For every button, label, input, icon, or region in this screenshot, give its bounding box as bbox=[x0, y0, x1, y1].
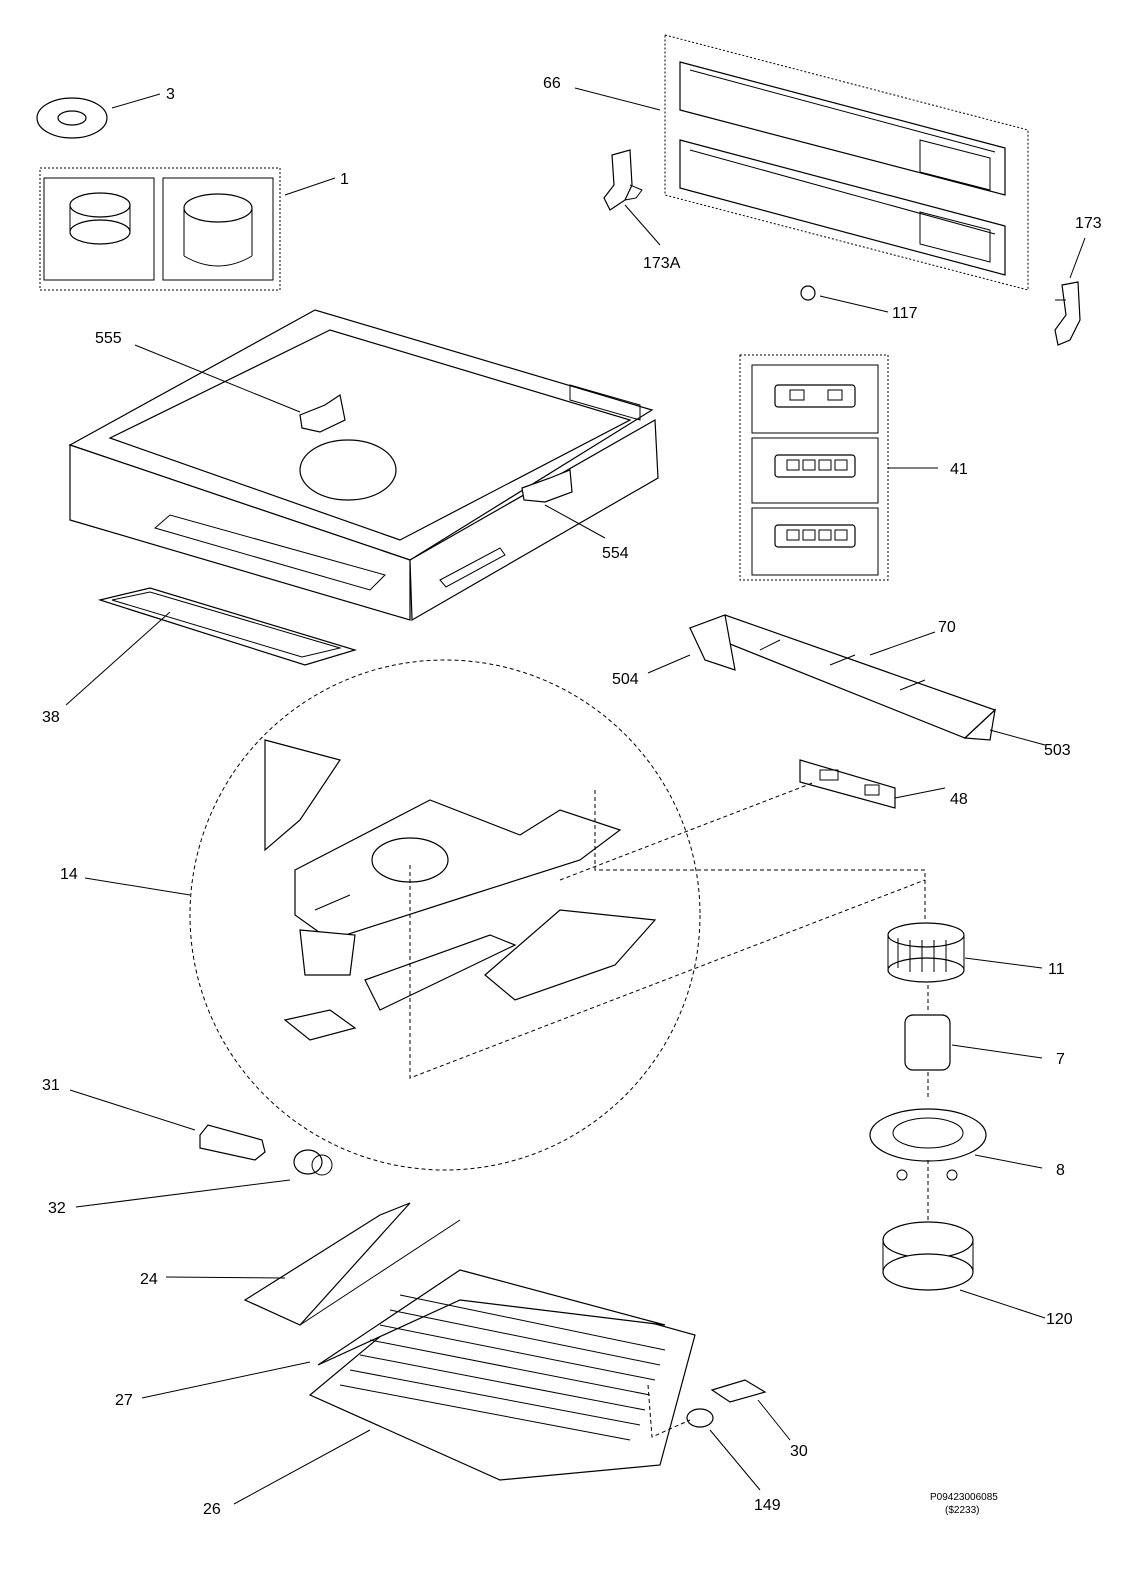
callout-labels: 3 1 66 173A 173 117 555 554 41 38 70 504… bbox=[42, 75, 1102, 1518]
label-7: 7 bbox=[1056, 1051, 1065, 1068]
drawing-code: P09423006085 bbox=[930, 1492, 998, 1503]
label-504: 504 bbox=[612, 671, 639, 688]
part-173-bracket bbox=[1054, 237, 1086, 346]
label-554: 554 bbox=[602, 545, 629, 562]
label-38: 38 bbox=[42, 709, 60, 726]
label-503: 503 bbox=[1044, 742, 1071, 759]
part-24-filter-plate bbox=[165, 1202, 461, 1326]
part-70-light-lens bbox=[647, 614, 1046, 746]
label-41: 41 bbox=[950, 461, 968, 478]
label-32: 32 bbox=[48, 1200, 66, 1217]
part-14-blower-housing bbox=[84, 659, 926, 1171]
label-14: 14 bbox=[60, 866, 78, 883]
label-11: 11 bbox=[1048, 961, 1065, 978]
label-8: 8 bbox=[1056, 1162, 1065, 1179]
label-120: 120 bbox=[1046, 1311, 1073, 1328]
label-3: 3 bbox=[166, 86, 175, 103]
part-31-lamp bbox=[69, 1089, 266, 1161]
part-32-socket bbox=[75, 1149, 333, 1208]
label-31: 31 bbox=[42, 1077, 60, 1094]
part-117-knob bbox=[800, 285, 889, 313]
part-38-filter-frame bbox=[65, 587, 358, 706]
part-66-front-panel bbox=[574, 34, 1029, 291]
part-1-duct-collars bbox=[39, 167, 336, 291]
label-555: 555 bbox=[95, 330, 122, 347]
hood-housing bbox=[68, 309, 659, 622]
label-66: 66 bbox=[543, 75, 561, 92]
label-70: 70 bbox=[938, 619, 956, 636]
drawing-code-sub: ($2233) bbox=[945, 1505, 979, 1516]
label-30: 30 bbox=[790, 1443, 808, 1460]
part-48-light-switch bbox=[799, 759, 946, 809]
label-1: 1 bbox=[340, 171, 349, 188]
label-24: 24 bbox=[140, 1271, 158, 1288]
label-173: 173 bbox=[1075, 215, 1102, 232]
label-173a: 173A bbox=[643, 255, 681, 272]
label-26: 26 bbox=[203, 1501, 221, 1518]
part-30-clip bbox=[710, 1379, 791, 1441]
part-173a-bracket bbox=[603, 149, 661, 246]
label-48: 48 bbox=[950, 791, 968, 808]
part-41-switch-options bbox=[739, 354, 938, 581]
part-149-knob bbox=[647, 1384, 761, 1491]
part-26-grille bbox=[141, 1269, 696, 1505]
label-117: 117 bbox=[892, 305, 918, 322]
part-3-washer bbox=[36, 93, 161, 139]
blower-assembly bbox=[869, 922, 1046, 1319]
label-149: 149 bbox=[754, 1497, 781, 1514]
label-27: 27 bbox=[115, 1392, 133, 1409]
